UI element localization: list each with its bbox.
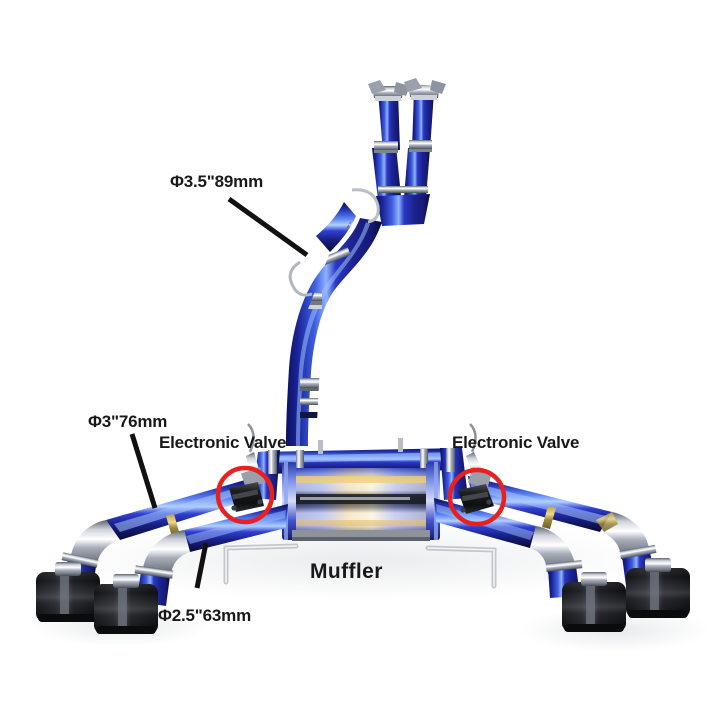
label-pipe-main-diameter: Φ3.5"89mm — [170, 172, 263, 191]
exhaust-tip-2 — [94, 574, 158, 634]
front-pipe-left — [368, 80, 410, 200]
leader-line-mid-pipe — [129, 433, 158, 509]
highlight-ring-left-valve — [215, 465, 275, 525]
flange-right — [404, 78, 446, 100]
leader-line-main-pipe — [227, 196, 309, 258]
label-electronic-valve-right: Electronic Valve — [452, 433, 580, 452]
hanger-rod-right — [425, 545, 497, 589]
label-pipe-mid-diameter: Φ3"76mm — [88, 412, 168, 431]
label-muffler: Muffler — [310, 560, 383, 583]
exhaust-tip-1 — [36, 562, 100, 622]
label-pipe-tip-diameter: Φ2.5"63mm — [158, 606, 251, 625]
mid-pipe — [286, 188, 382, 446]
exhaust-tip-4 — [626, 558, 690, 618]
label-electronic-valve-left: Electronic Valve — [159, 433, 287, 452]
flange-left — [368, 80, 410, 101]
hanger-rod-left — [223, 543, 299, 585]
highlight-ring-right-valve — [447, 467, 507, 527]
exhaust-tip-3 — [562, 572, 626, 632]
muffler-box — [282, 462, 440, 541]
leader-line-tip-pipe — [194, 542, 209, 589]
y-collector — [376, 186, 430, 226]
front-pipe-right — [404, 78, 446, 198]
